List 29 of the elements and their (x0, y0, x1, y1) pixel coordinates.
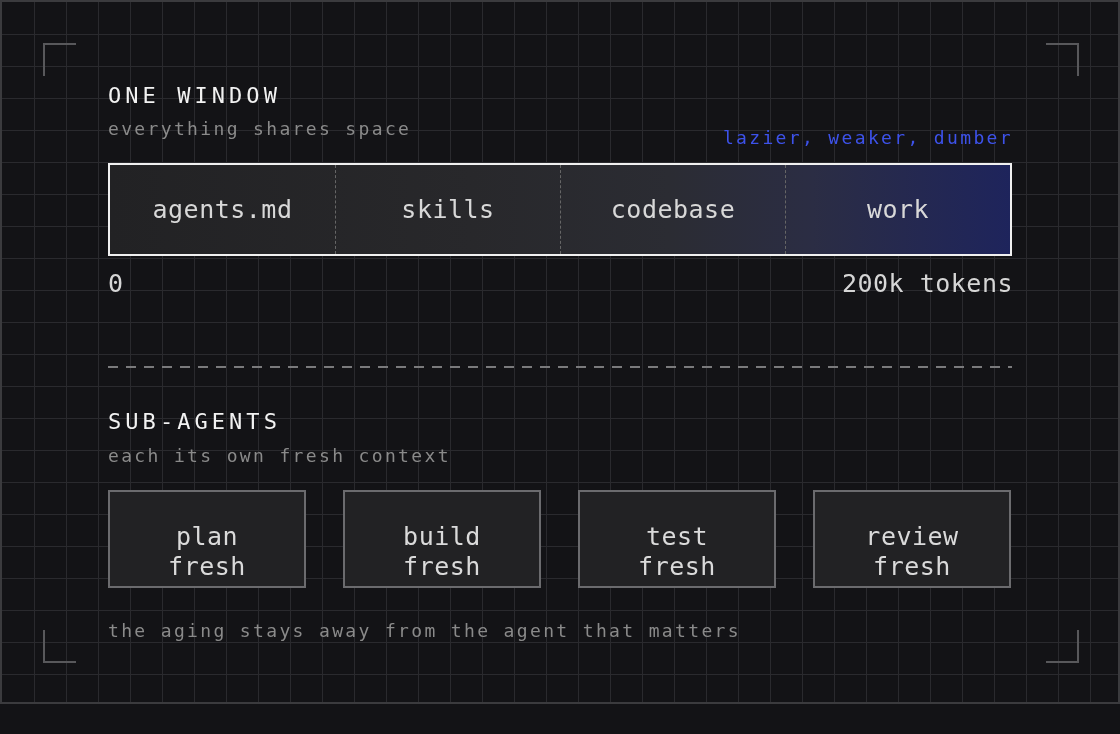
agent-name: build (403, 522, 481, 552)
bar-segment (335, 165, 560, 254)
bar-segment (110, 165, 335, 254)
segment-label: work (866, 194, 930, 225)
context-bar (108, 163, 1012, 256)
warning-note: lazier, weaker, dumber (722, 127, 1013, 149)
segment-label: agents.md (152, 194, 293, 225)
section-subtitle: each its own fresh context (108, 445, 451, 467)
bar-segment (785, 165, 1010, 254)
status-text: fresh (403, 552, 481, 582)
status-text: fresh (873, 552, 951, 582)
bar-segment (560, 165, 785, 254)
footnote-text: the aging stays away from the agent that matters (108, 620, 741, 642)
section-heading: SUB-AGENTS (108, 409, 281, 435)
agent-name: review (865, 522, 959, 552)
section-heading: ONE WINDOW (108, 83, 281, 109)
axis-label: 0 (108, 269, 124, 299)
status-text: fresh (168, 552, 246, 582)
agent-box (578, 490, 776, 588)
segment-label: codebase (610, 194, 736, 225)
axis-label: 200k tokens (841, 269, 1013, 299)
agent-box (813, 490, 1011, 588)
status-text: fresh (638, 552, 716, 582)
section-subtitle: everything shares space (108, 118, 412, 140)
agent-box (108, 490, 306, 588)
agent-name: test (645, 522, 709, 552)
segment-label: skills (401, 194, 495, 225)
agent-box (343, 490, 541, 588)
agent-name: plan (175, 522, 239, 552)
